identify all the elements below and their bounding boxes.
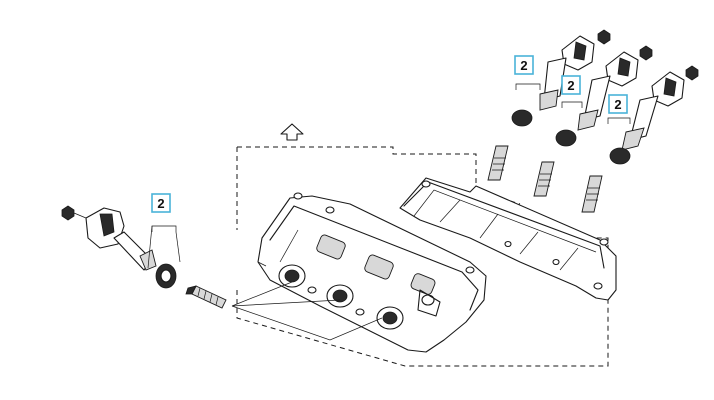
rear-ignition-coil-1 (487, 29, 611, 181)
callout-bracket-left (147, 225, 181, 269)
callout-rear-coil-2: 2 (561, 75, 581, 95)
leader-lines-front (231, 281, 383, 341)
svg-text:2: 2 (157, 196, 164, 211)
rear-valve-cover (399, 177, 617, 301)
front-valve-cover (257, 192, 487, 353)
svg-text:2: 2 (520, 58, 527, 73)
callout-rear-coil-3: 2 (608, 94, 628, 114)
left-ignition-coil (61, 205, 227, 309)
up-arrow-icon (280, 123, 304, 141)
svg-text:2: 2 (567, 78, 574, 93)
callout-rear-coil-1: 2 (514, 55, 534, 75)
callout-left-coil: 2 (151, 193, 171, 213)
svg-text:2: 2 (614, 97, 621, 112)
rear-ignition-coil-2 (533, 45, 653, 197)
rear-ignition-coil-3 (581, 65, 699, 213)
callout-brackets-rear (515, 83, 631, 124)
